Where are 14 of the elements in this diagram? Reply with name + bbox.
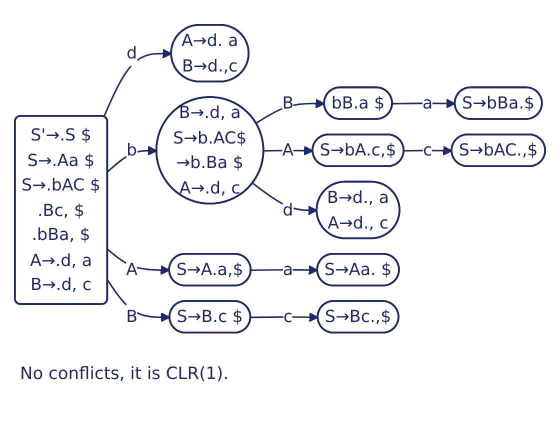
edge-label: B: [126, 306, 138, 327]
edge-label: A: [282, 140, 294, 160]
edge-label: c: [283, 306, 293, 327]
edge-label: d: [282, 200, 294, 220]
note-text: No conflicts, it is CLR(1).: [20, 364, 229, 384]
edge-label: b: [126, 140, 138, 160]
edge-label: A: [126, 260, 138, 280]
edge-label: c: [423, 140, 432, 160]
arrow: [103, 48, 172, 118]
edge-label: d: [126, 43, 138, 64]
edge-label: a: [282, 260, 294, 280]
edge-label: B: [282, 93, 294, 114]
edge-label: a: [422, 93, 433, 114]
arrow: [250, 312, 319, 322]
